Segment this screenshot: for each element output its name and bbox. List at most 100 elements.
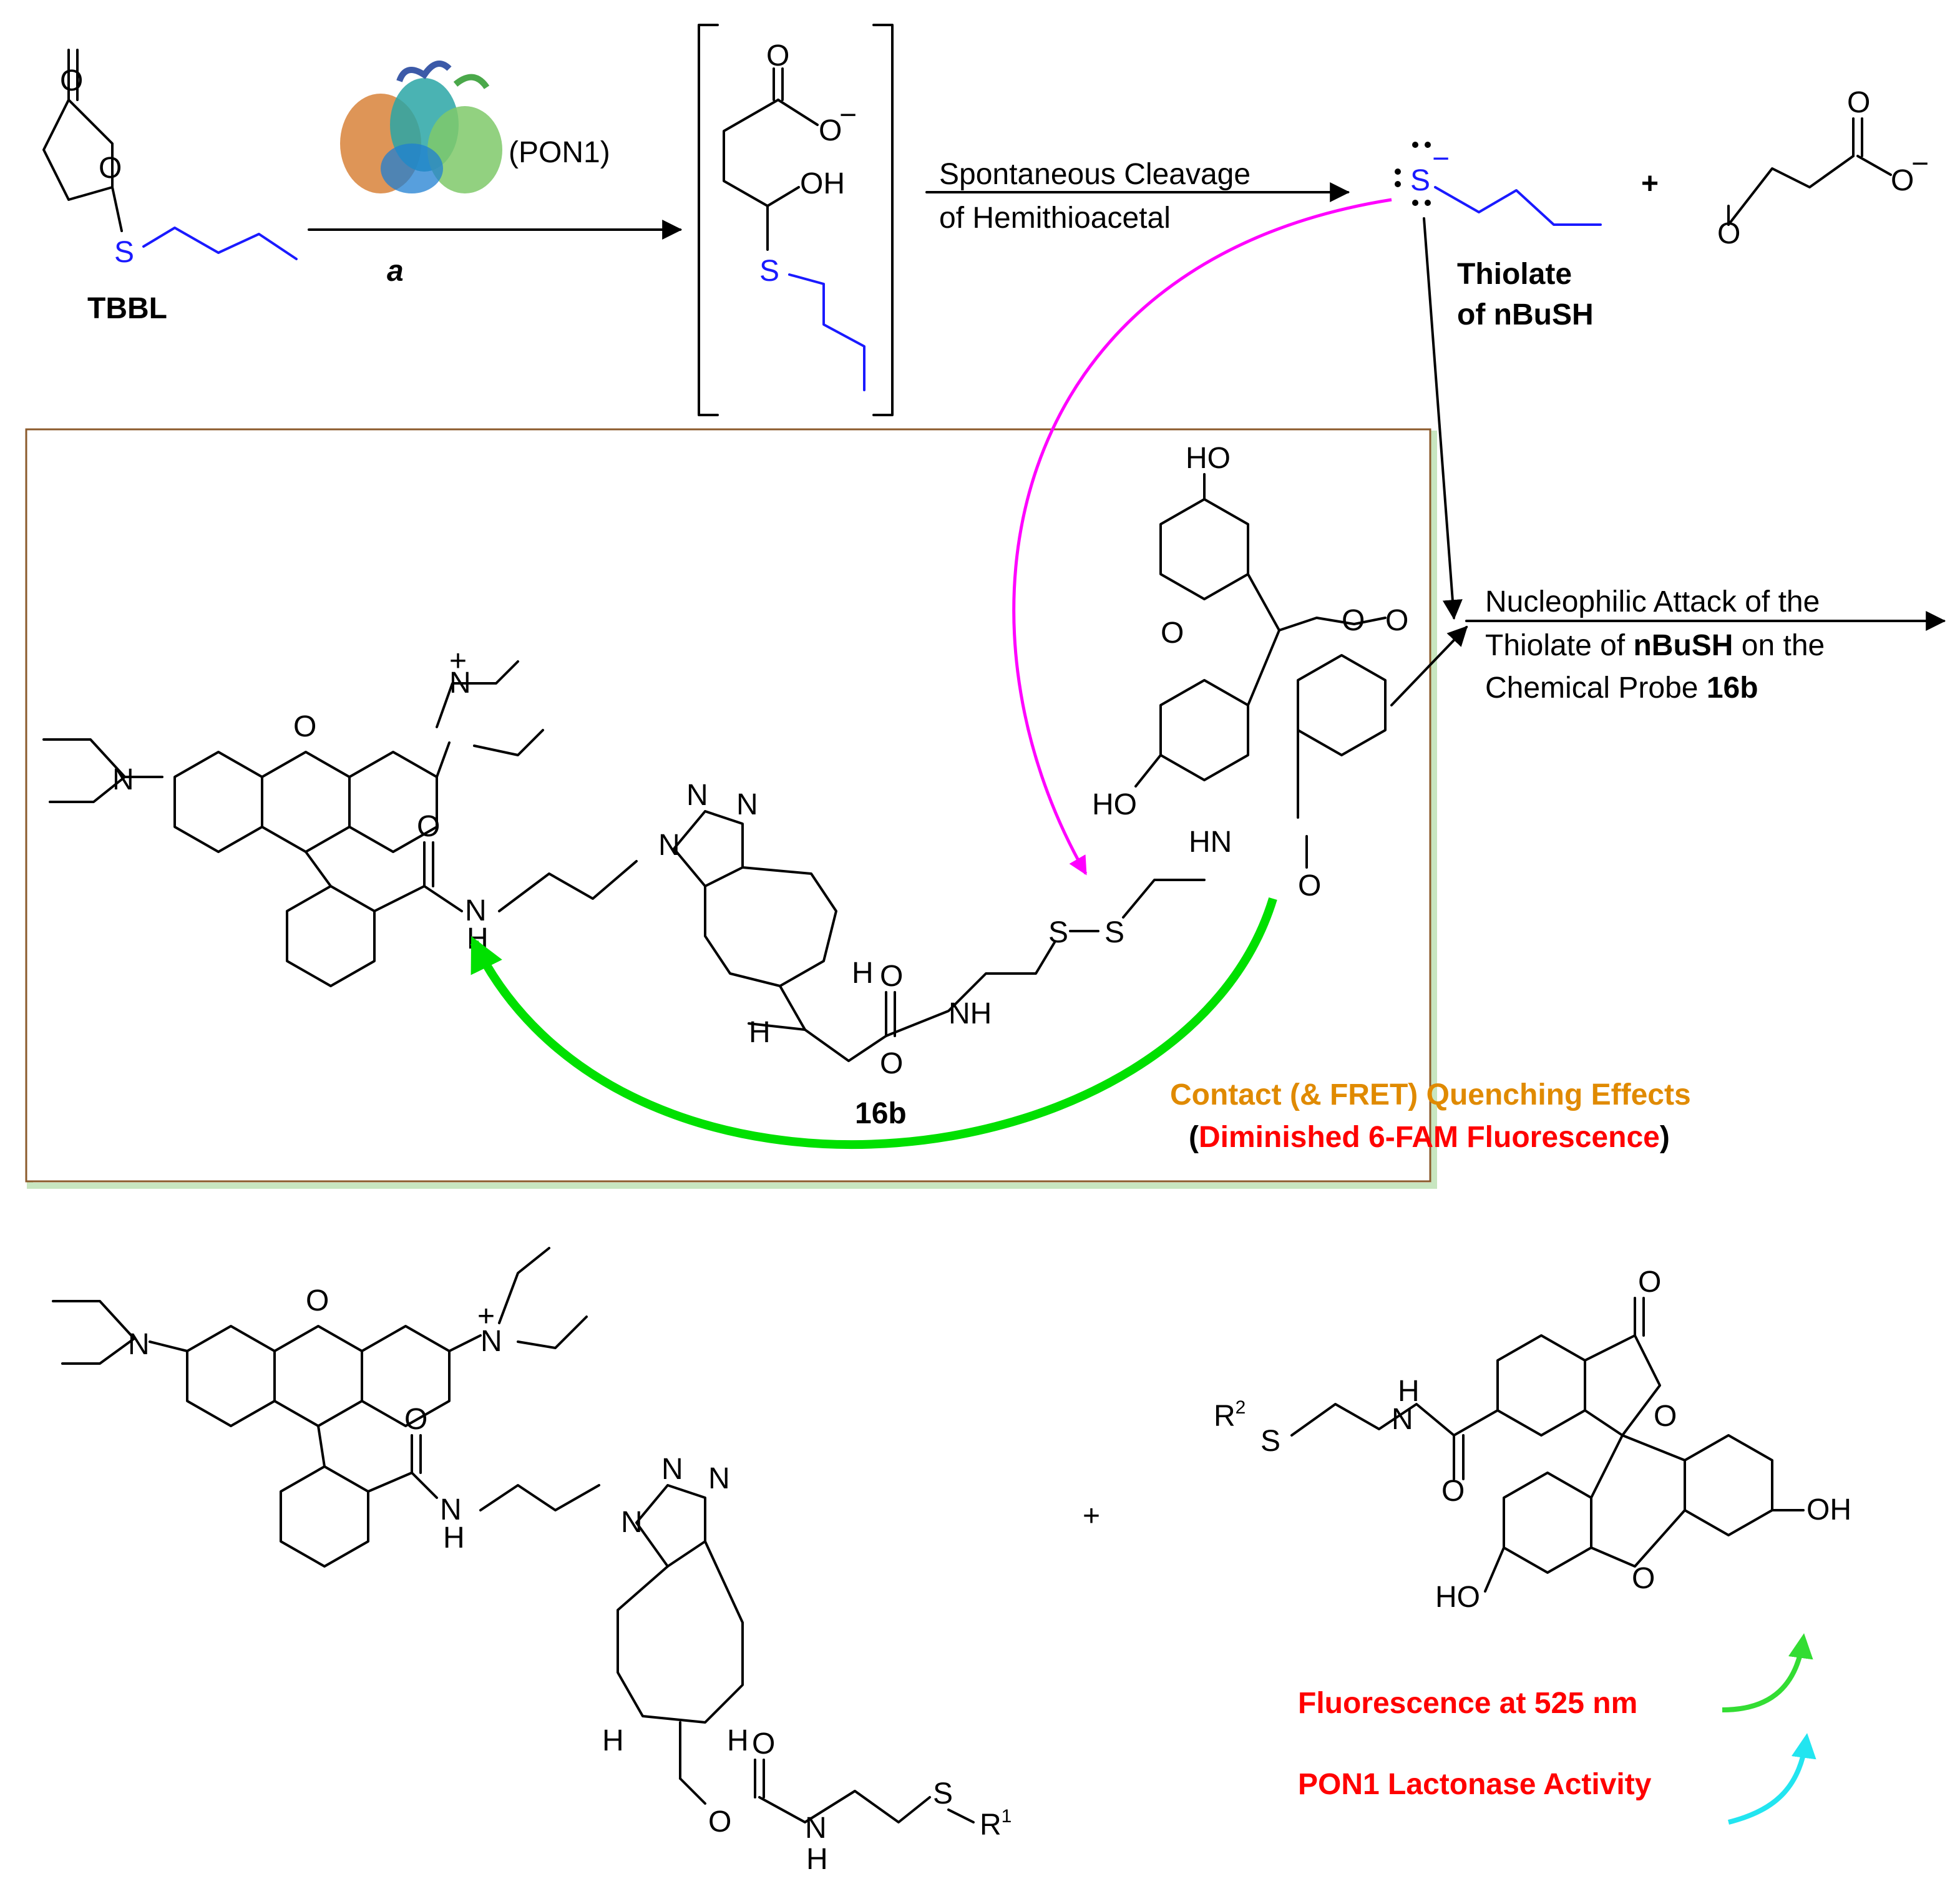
atom-n: N xyxy=(465,894,487,927)
atom-o: O xyxy=(417,810,440,843)
atom-n: N xyxy=(128,1328,150,1361)
atom-h: H xyxy=(443,1521,465,1555)
atom-o: O xyxy=(1161,617,1184,650)
cleavage-label-2: of Hemithioacetal xyxy=(939,202,1171,235)
atom-ho: HO xyxy=(1186,442,1231,475)
atom-o-neg: O xyxy=(819,114,842,147)
atom-n: N xyxy=(1392,1403,1413,1436)
charge-minus: − xyxy=(1911,147,1929,180)
atom-o: O xyxy=(404,1403,427,1436)
atom-o: O xyxy=(708,1805,731,1838)
atom-ho: HO xyxy=(1092,788,1137,821)
plus-sign: + xyxy=(1641,167,1659,200)
atom-o: O xyxy=(1385,604,1408,637)
atom-o: O xyxy=(752,1727,775,1760)
atom-o: O xyxy=(1632,1562,1655,1595)
atom-o: O xyxy=(99,152,122,185)
nuc-label-1: Nucleophilic Attack of the xyxy=(1485,585,1820,618)
product-rhodamine-r1: N O N + O N H N N N H H O O N H S R1 xyxy=(52,1247,1012,1876)
thiolate-molecule: S − Thiolate of nBuSH xyxy=(1395,142,1602,331)
rhodamine-fragment: N O N + O N H xyxy=(42,645,638,987)
pon1-protein-icon xyxy=(340,61,502,193)
atom-o: O xyxy=(880,1047,903,1080)
probe-to-step-arrow xyxy=(1390,625,1468,706)
atom-s: S xyxy=(933,1777,953,1810)
atom-n: N xyxy=(658,829,680,862)
charge-minus: − xyxy=(839,99,857,132)
fluorescein-fragment: HO O O O HO HN O xyxy=(1092,442,1408,902)
nuc-label-3: Chemical Probe 16b xyxy=(1485,671,1758,705)
atom-o: O xyxy=(60,64,83,97)
atom-o: O xyxy=(1342,604,1365,637)
atom-hn: HN xyxy=(1189,826,1232,859)
thiolate-label-2: of nBuSH xyxy=(1457,298,1594,331)
atom-r2: R2 xyxy=(1214,1397,1246,1433)
atom-n: N xyxy=(686,779,708,812)
atom-s: S xyxy=(114,236,134,269)
fluorescence-up-arrow xyxy=(1722,1633,1813,1712)
plus-sign: + xyxy=(1083,1500,1100,1533)
atom-o: O xyxy=(1717,217,1740,250)
quench-label-1: Contact (& FRET) Quenching Effects xyxy=(1170,1078,1691,1111)
atom-n: N xyxy=(449,666,471,700)
atom-oh: OH xyxy=(800,167,845,200)
hemithioacetal-intermediate: O O − OH S xyxy=(698,24,894,416)
tbbl-molecule: O O S TBBL xyxy=(42,49,298,325)
atom-n: N xyxy=(736,788,758,821)
probe-16b-label: 16b xyxy=(855,1097,907,1130)
atom-n: N xyxy=(440,1493,462,1526)
atom-o: O xyxy=(306,1284,329,1317)
charge-plus: + xyxy=(449,645,467,678)
atom-n: N xyxy=(708,1462,730,1495)
atom-nh: NH xyxy=(948,997,992,1030)
atom-h: H xyxy=(602,1724,624,1757)
thiolate-label-1: Thiolate xyxy=(1457,258,1572,291)
nucleophilic-attack-arrow xyxy=(1012,198,1392,876)
atom-s: S xyxy=(1048,916,1068,949)
atom-o: O xyxy=(1638,1266,1661,1299)
atom-h: H xyxy=(852,957,874,990)
lactonase-up-arrow xyxy=(1728,1733,1816,1825)
atom-oh: OH xyxy=(1806,1493,1851,1526)
atom-o: O xyxy=(293,710,316,743)
atom-n: N xyxy=(621,1506,643,1539)
step-a-label: a xyxy=(387,255,404,288)
lactonase-label: PON1 Lactonase Activity xyxy=(1298,1768,1652,1801)
charge-plus: + xyxy=(477,1300,495,1333)
enzyme-label: (PON1) xyxy=(509,136,610,169)
atom-n: N xyxy=(480,1325,502,1358)
atom-n: N xyxy=(805,1812,827,1845)
atom-o: O xyxy=(1298,869,1321,902)
atom-s: S xyxy=(759,255,779,288)
atom-o: O xyxy=(880,960,903,993)
thiolate-to-step-arrow xyxy=(1423,217,1463,620)
atom-o-neg: O xyxy=(1891,164,1914,197)
atom-h: H xyxy=(727,1724,749,1757)
atom-n: N xyxy=(112,763,134,796)
quench-label-2: (Diminished 6-FAM Fluorescence) xyxy=(1189,1121,1670,1154)
triazole-linker-fragment: N N N H H O O NH S S 16b xyxy=(658,779,1206,1130)
atom-h: H xyxy=(806,1843,828,1876)
atom-n: N xyxy=(661,1453,683,1486)
atom-s: S xyxy=(1260,1425,1280,1458)
product-fluorescein-r2: O O O OH HO O H N S R2 xyxy=(1214,1266,1851,1614)
atom-o: O xyxy=(766,39,789,72)
atom-ho: HO xyxy=(1435,1581,1480,1614)
atom-o: O xyxy=(1441,1475,1465,1508)
atom-h: H xyxy=(749,1016,771,1049)
atom-s-thiolate: S xyxy=(1410,164,1430,197)
atom-o: O xyxy=(1847,86,1870,119)
quenching-arrow xyxy=(470,897,1277,1150)
atom-o: O xyxy=(1654,1400,1677,1433)
charge-minus: − xyxy=(1432,142,1450,175)
probe-box xyxy=(25,428,1431,1183)
cleavage-label-1: Spontaneous Cleavage xyxy=(939,158,1251,191)
atom-h: H xyxy=(1398,1375,1420,1408)
succinic-semialdehyde: O O O − xyxy=(1717,86,1929,250)
nuc-label-2: Thiolate of nBuSH on the xyxy=(1485,629,1825,662)
atom-s: S xyxy=(1104,916,1124,949)
atom-r1: R1 xyxy=(980,1806,1012,1842)
fluorescence-label: Fluorescence at 525 nm xyxy=(1298,1687,1637,1720)
tbbl-label: TBBL xyxy=(87,292,167,325)
